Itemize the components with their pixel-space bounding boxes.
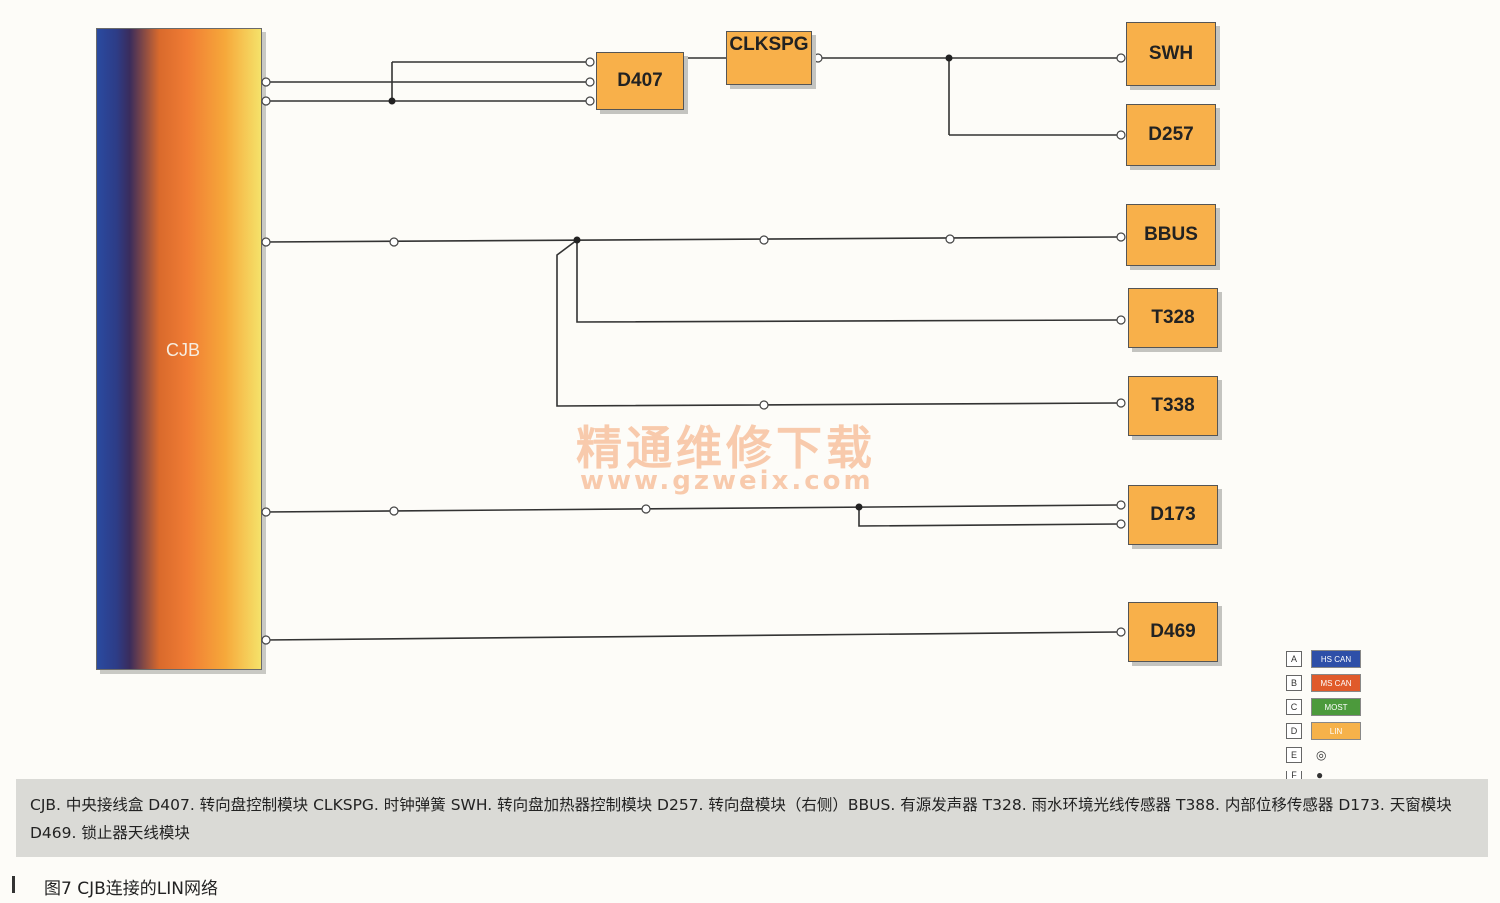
connector-icon	[759, 400, 769, 410]
legend-item-b: B MS CAN	[1286, 674, 1361, 692]
connector-icon	[585, 96, 595, 106]
wire-branch-t328	[576, 240, 1119, 323]
connector-icon: ◎	[1316, 748, 1327, 762]
splice-dot	[855, 503, 863, 511]
watermark-url: www.gzweix.com	[580, 466, 874, 496]
caption-text: CJB. 中央接线盒 D407. 转向盘控制模块 CLKSPG. 时钟弹簧 SW…	[30, 796, 1452, 842]
caption-box: CJB. 中央接线盒 D407. 转向盘控制模块 CLKSPG. 时钟弹簧 SW…	[16, 779, 1488, 857]
connector-icon	[945, 234, 955, 244]
legend-letter: F	[1286, 771, 1302, 779]
module-t328: T328	[1128, 288, 1218, 348]
connector-icon	[1116, 130, 1126, 140]
module-swh: SWH	[1126, 22, 1216, 86]
splice-dot	[945, 54, 953, 62]
legend-item-d: D LIN	[1286, 722, 1361, 740]
legend-item-f: F ●	[1286, 771, 1323, 779]
splice-dot	[573, 236, 581, 244]
module-d407: D407	[596, 52, 684, 110]
wiring-lines	[261, 53, 1126, 645]
legend-letter: C	[1286, 699, 1302, 715]
connector-icon	[1116, 519, 1126, 529]
connector-icon	[759, 235, 769, 245]
connector-icon	[1116, 398, 1126, 408]
connector-icon	[1116, 232, 1126, 242]
wire-cjb-d469	[263, 631, 1119, 641]
module-t338: T338	[1128, 376, 1218, 436]
module-bbus: BBUS	[1126, 204, 1216, 266]
legend-letter: A	[1286, 651, 1302, 667]
connector-icon	[585, 57, 595, 67]
module-d469: D469	[1128, 602, 1218, 662]
connector-icon	[261, 507, 271, 517]
connector-icon	[1116, 53, 1126, 63]
legend-letter: B	[1286, 675, 1302, 691]
wire-branch-d173-2	[858, 507, 1119, 527]
wire-cjb-d173	[263, 504, 1119, 513]
cjb-label: CJB	[166, 340, 201, 360]
legend-swatch-hs-can: HS CAN	[1311, 650, 1361, 668]
legend-swatch-most: MOST	[1311, 698, 1361, 716]
connector-icon	[1116, 627, 1126, 637]
legend-item-c: C MOST	[1286, 698, 1361, 716]
legend-letter: E	[1286, 747, 1302, 763]
splice-dot	[388, 97, 396, 105]
connector-icon	[813, 53, 823, 63]
connector-icon	[585, 77, 595, 87]
connector-icon	[261, 77, 271, 87]
figure-title: 图7 CJB连接的LIN网络	[44, 879, 218, 899]
module-d173: D173	[1128, 485, 1218, 545]
connector-icon	[641, 504, 651, 514]
connector-icon	[389, 506, 399, 516]
wire-branch-t338	[556, 239, 1119, 407]
module-clkspg: CLKSPG	[726, 31, 812, 85]
module-d257: D257	[1126, 104, 1216, 166]
wire-cjb-bbus	[263, 236, 1119, 243]
legend-item-a: A HS CAN	[1286, 650, 1361, 668]
legend-letter: D	[1286, 723, 1302, 739]
connector-icon	[1116, 500, 1126, 510]
legend-item-e: E ◎	[1286, 747, 1326, 763]
legend-swatch-ms-can: MS CAN	[1311, 674, 1361, 692]
watermark-chinese: 精通维修下载	[576, 421, 876, 475]
cjb-block	[96, 28, 262, 670]
legend-swatch-lin: LIN	[1311, 722, 1361, 740]
connector-icon	[261, 237, 271, 247]
connector-icon	[261, 635, 271, 645]
connector-icon	[1116, 315, 1126, 325]
connector-icon	[261, 96, 271, 106]
splice-dot-icon: ●	[1316, 771, 1324, 779]
figure-marker	[12, 876, 15, 893]
connector-icon	[389, 237, 399, 247]
